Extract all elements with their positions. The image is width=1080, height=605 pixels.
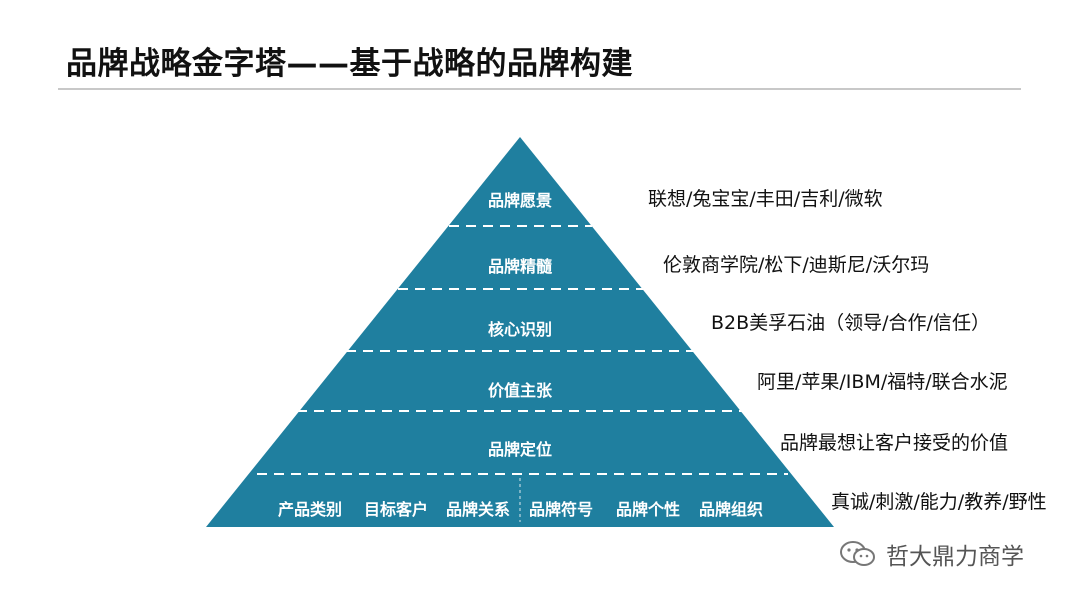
level-label-core-identity: 核心识别 xyxy=(487,320,553,339)
level-examples-vision: 联想/兔宝宝/丰田/吉利/微软 xyxy=(648,188,883,210)
level-examples-core-identity: B2B美孚石油（领导/合作/信任） xyxy=(711,312,990,334)
pyramid-shape xyxy=(206,137,834,527)
level-label-vision: 品牌愿景 xyxy=(487,191,553,210)
base-item-target-customer: 目标客户 xyxy=(363,500,429,519)
base-item-relationship: 品牌关系 xyxy=(445,500,511,519)
level-examples-essence: 伦敦商学院/松下/迪斯尼/沃尔玛 xyxy=(663,254,930,276)
base-examples: 真诚/刺激/能力/教养/野性 xyxy=(831,491,1047,513)
base-item-category: 产品类别 xyxy=(277,500,343,519)
level-label-essence: 品牌精髓 xyxy=(487,257,553,276)
wechat-icon xyxy=(840,541,875,566)
level-examples-value-proposition: 阿里/苹果/IBM/福特/联合水泥 xyxy=(757,371,1008,393)
base-item-organization: 品牌组织 xyxy=(698,500,764,519)
page-title: 品牌战略金字塔——基于战略的品牌构建 xyxy=(66,46,633,82)
level-label-positioning: 品牌定位 xyxy=(487,440,553,459)
base-item-personality: 品牌个性 xyxy=(615,500,681,519)
watermark-text: 哲大鼎力商学 xyxy=(886,544,1024,570)
base-item-symbol: 品牌符号 xyxy=(528,500,594,519)
title-divider xyxy=(58,88,1021,90)
level-examples-positioning: 品牌最想让客户接受的价值 xyxy=(780,432,1009,454)
watermark: 哲大鼎力商学 xyxy=(838,537,1024,571)
level-label-value-proposition: 价值主张 xyxy=(487,381,553,400)
